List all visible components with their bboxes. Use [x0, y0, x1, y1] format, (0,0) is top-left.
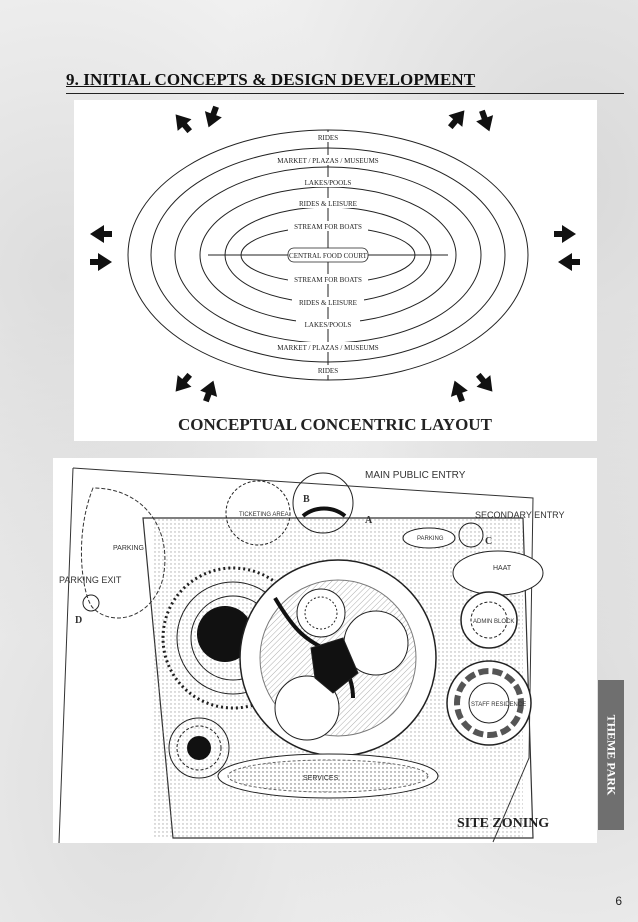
- marker-d: D: [75, 615, 82, 626]
- arrow-icon: [90, 225, 112, 243]
- staff-residence-label: STAFF RESIDENCE: [471, 702, 526, 708]
- flow-arrows: [90, 105, 580, 403]
- services-label: SERVICES: [303, 775, 339, 782]
- side-tab-label: THEME PARK: [604, 714, 619, 796]
- ring-label: MARKET / PLAZAS / MUSEUMS: [277, 344, 378, 352]
- parking-left-label: PARKING: [113, 545, 144, 552]
- main-entry-label: MAIN PUBLIC ENTRY: [365, 470, 466, 481]
- marker-a: A: [365, 515, 373, 526]
- ring-label: STREAM FOR BOATS: [294, 223, 362, 231]
- page-number: 6: [615, 894, 622, 908]
- section-heading: 9. INITIAL CONCEPTS & DESIGN DEVELOPMENT: [66, 70, 476, 89]
- ring-label: LAKES/POOLS: [305, 321, 352, 329]
- concept-caption: CONCEPTUAL CONCENTRIC LAYOUT: [178, 415, 492, 434]
- arrow-icon: [476, 109, 494, 132]
- marker-c: C: [485, 536, 492, 547]
- parking-small-label: PARKING: [417, 536, 444, 542]
- site-zoning-plan: MAIN PUBLIC ENTRY SECONDARY ENTRY PARKIN…: [53, 458, 597, 844]
- arrow-icon: [175, 114, 193, 134]
- concept-diagram: RIDES MARKET / PLAZAS / MUSEUMS LAKES/PO…: [74, 100, 597, 441]
- arrow-icon: [475, 372, 493, 392]
- ring-label: MARKET / PLAZAS / MUSEUMS: [277, 157, 378, 165]
- site-caption: SITE ZONING: [457, 816, 550, 831]
- ring-label: STREAM FOR BOATS: [294, 276, 362, 284]
- arrow-icon: [447, 110, 465, 130]
- ring-label: RIDES: [318, 367, 338, 375]
- admin-block-label: ADMIN BLOCK: [473, 619, 514, 625]
- haat-label: HAAT: [493, 565, 512, 572]
- arrow-icon: [554, 225, 576, 243]
- arrow-icon: [450, 380, 468, 403]
- arrow-icon: [558, 253, 580, 271]
- ring-label: RIDES & LEISURE: [299, 200, 357, 208]
- side-tab: THEME PARK: [598, 680, 624, 830]
- ring-label: CENTRAL FOOD COURT: [289, 252, 368, 260]
- site-plan-svg: MAIN PUBLIC ENTRY SECONDARY ENTRY PARKIN…: [58, 467, 565, 844]
- arrow-icon: [90, 253, 112, 271]
- ring-label: RIDES & LEISURE: [299, 299, 357, 307]
- heading-rule: [66, 93, 624, 94]
- secondary-entry-label: SECONDARY ENTRY: [475, 510, 565, 520]
- concentric-layout-svg: RIDES MARKET / PLAZAS / MUSEUMS LAKES/PO…: [90, 105, 580, 403]
- ticketing-label: TICKETING AREA: [239, 512, 289, 518]
- arrow-icon: [200, 380, 218, 403]
- marker-b: B: [303, 494, 310, 505]
- arrow-icon: [175, 372, 193, 392]
- ring-label: RIDES: [318, 134, 338, 142]
- ring-label: LAKES/POOLS: [305, 179, 352, 187]
- parking-exit-label: PARKING EXIT: [59, 575, 122, 585]
- arrow-icon: [204, 105, 222, 128]
